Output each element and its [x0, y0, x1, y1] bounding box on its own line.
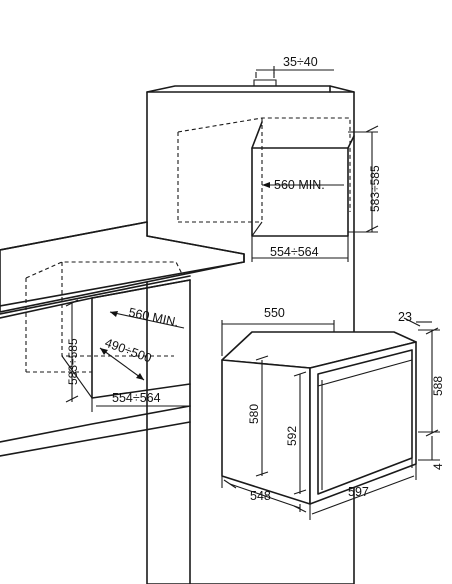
label-under-width: 554÷564	[112, 391, 161, 405]
label-oven-depth-bottom: 548	[250, 489, 271, 503]
label-door-thickness: 23	[398, 310, 412, 324]
label-oven-foot: 4	[431, 463, 445, 470]
label-oven-body-height: 580	[247, 404, 261, 424]
label-wall-height: 583÷585	[368, 165, 382, 212]
label-gap-top: 35÷40	[283, 55, 318, 69]
label-oven-width: 597	[348, 485, 369, 499]
under-counter-unit	[0, 221, 245, 584]
wall-niche	[177, 117, 355, 237]
oven-body	[221, 331, 417, 512]
label-wall-min: 560 MIN.	[274, 178, 325, 192]
label-oven-inner-height: 592	[285, 426, 299, 446]
dimension-lines	[65, 66, 440, 520]
label-oven-front-height: 588	[431, 376, 445, 396]
label-oven-depth-top: 550	[264, 306, 285, 320]
label-under-height: 583÷585	[66, 338, 80, 385]
label-wall-width: 554÷564	[270, 245, 319, 259]
label-under-depth: 490÷500	[103, 336, 153, 366]
